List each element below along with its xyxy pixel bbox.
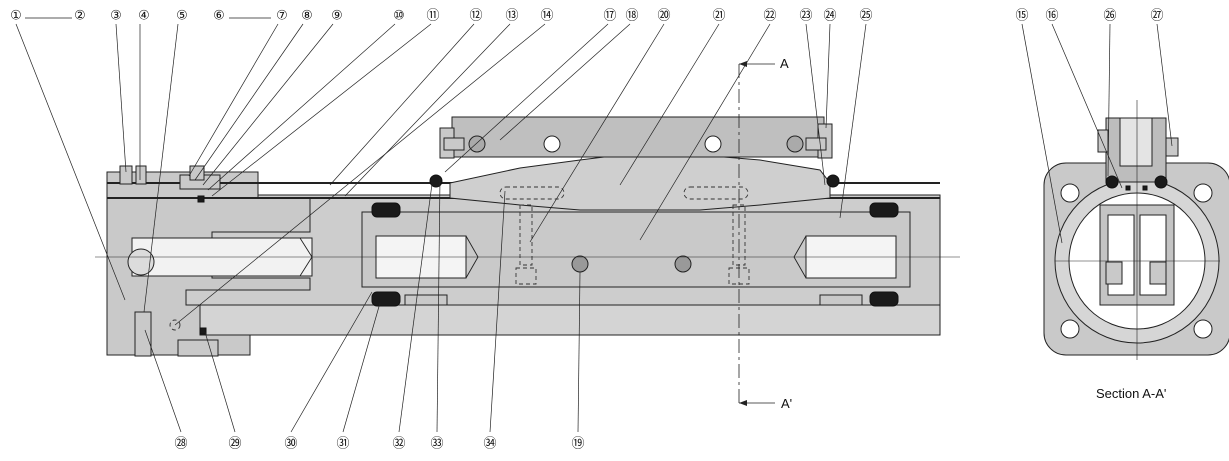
leader-lines	[15, 17, 867, 433]
belt-separator	[449, 154, 831, 211]
callout-34: ㉞	[483, 436, 496, 451]
cushion-valve	[134, 311, 152, 357]
callout-21: ㉑	[712, 8, 725, 23]
callout-30: ㉚	[284, 436, 297, 451]
callout-19: ⑲	[571, 436, 584, 451]
main-section-view: A A'	[15, 17, 960, 433]
section-view-a-a: Section A-A'	[1021, 23, 1229, 401]
piston-seal-right-top	[869, 202, 899, 218]
callout-16: ⑯	[1045, 8, 1058, 23]
callout-8: ⑧	[301, 8, 313, 23]
callout-33: ㉝	[430, 436, 443, 451]
callout-7: ⑦	[276, 8, 288, 23]
callout-12: ⑫	[469, 8, 482, 23]
callout-6: ⑥	[213, 8, 225, 23]
callout-22: ㉒	[763, 8, 776, 23]
piston-seal-left-top	[371, 202, 401, 218]
section-mark-a-prime: A'	[781, 396, 792, 411]
callout-29: ㉙	[228, 436, 241, 451]
section-caption: Section A-A'	[1096, 386, 1166, 401]
callout-32: ㉜	[392, 436, 405, 451]
callout-2: ②	[74, 8, 86, 23]
check-ball	[127, 248, 155, 276]
callout-23: ㉓	[799, 8, 812, 23]
piston-seal-right-bottom	[869, 291, 899, 307]
callout-31: ㉛	[336, 436, 349, 451]
callout-3: ③	[110, 8, 122, 23]
callout-11: ⑪	[426, 8, 439, 23]
section-mark-a: A	[780, 56, 789, 71]
callout-27: ㉗	[1150, 8, 1163, 23]
callout-1: ①	[10, 8, 22, 23]
callout-numbers: ① ② ③ ④ ⑤ ⑥ ⑦ ⑧ ⑨ ⑩ ⑪ ⑫ ⑬ ⑭ ⑰ ⑱ ⑳ ㉑ ㉒ ㉓ …	[10, 8, 1163, 451]
callout-4: ④	[138, 8, 150, 23]
callout-5: ⑤	[176, 8, 188, 23]
callout-26: ㉖	[1103, 8, 1116, 23]
slide-table	[451, 116, 825, 158]
callout-14: ⑭	[540, 8, 553, 23]
scraper-left	[429, 174, 443, 188]
callout-10: ⑩	[393, 8, 405, 23]
callout-24: ㉔	[823, 8, 836, 23]
callout-20: ⑳	[657, 8, 670, 23]
callout-15: ⑮	[1015, 8, 1028, 23]
piston-seal-left-bottom	[371, 291, 401, 307]
callout-28: ㉘	[174, 436, 187, 451]
callout-13: ⑬	[505, 8, 518, 23]
scraper-right	[826, 174, 840, 188]
callout-9: ⑨	[331, 8, 343, 23]
callout-25: ㉕	[859, 8, 872, 23]
callout-18: ⑱	[625, 8, 638, 23]
callout-17: ⑰	[603, 8, 616, 23]
